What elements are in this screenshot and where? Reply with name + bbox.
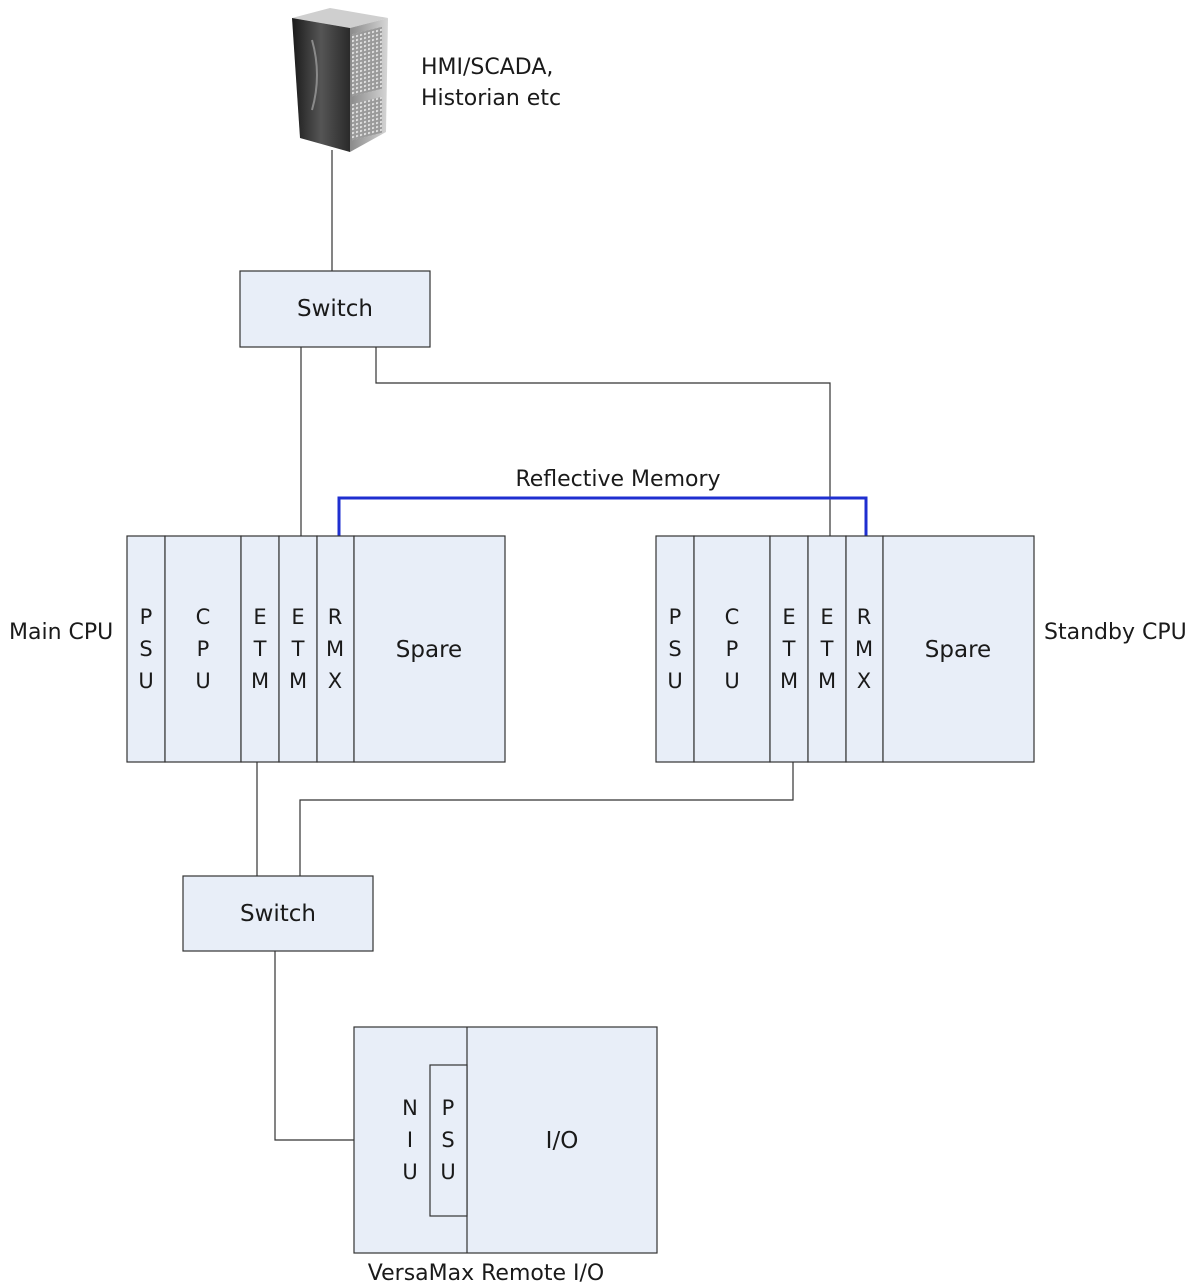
server-label-line2: Historian etc (421, 86, 561, 111)
bottom-switch-label: Switch (240, 901, 316, 927)
standby-psu-module (655, 535, 695, 763)
main-psu-char: S (139, 637, 152, 661)
standby-etm1-module (769, 535, 809, 763)
main-cpu-rack: P S U C P U E T M E T M R M X Spare (126, 535, 506, 763)
main-cpu-char: C (196, 605, 211, 629)
server-tower-icon (292, 8, 388, 152)
standby-psu-char: S (668, 637, 681, 661)
remote-psu-char: P (442, 1096, 455, 1120)
remote-io-enclosure (353, 1026, 658, 1254)
main-cpu-module (164, 535, 242, 763)
bottom-switch: Switch (182, 875, 374, 952)
remote-psu-char: U (440, 1160, 455, 1184)
standby-cpu-char: U (724, 669, 739, 693)
main-etm1-char: M (251, 669, 269, 693)
niu-char: U (402, 1160, 417, 1184)
versamax-remote-io: N I U P S U I/O (353, 1026, 658, 1254)
main-cpu-label: Main CPU (9, 620, 113, 645)
standby-cpu-label: Standby CPU (1044, 620, 1187, 645)
main-spare-slot (353, 535, 506, 763)
remote-psu-char: S (441, 1128, 454, 1152)
main-cpu-char: U (195, 669, 210, 693)
niu-char: I (407, 1128, 413, 1152)
main-etm2-char: T (291, 637, 305, 661)
standby-rmx-char: X (857, 669, 871, 693)
standby-psu-char: U (667, 669, 682, 693)
standby-etm1-char: T (782, 637, 796, 661)
main-spare-label: Spare (396, 637, 462, 663)
main-psu-char: U (138, 669, 153, 693)
standby-cpu-rack: P S U C P U E T M E T M R M X Spare (655, 535, 1035, 763)
top-switch: Switch (239, 270, 431, 348)
standby-etm1-char: E (782, 605, 795, 629)
io-label: I/O (546, 1128, 579, 1154)
switch-to-standby-etm-line (375, 347, 831, 536)
niu-char: N (402, 1096, 418, 1120)
main-cpu-char: P (197, 637, 210, 661)
main-rmx-char: M (326, 637, 344, 661)
reflective-memory-label: Reflective Memory (515, 467, 720, 492)
standby-cpu-char: C (725, 605, 740, 629)
main-rmx-char: X (328, 669, 342, 693)
top-switch-label: Switch (297, 296, 373, 322)
standby-spare-label: Spare (925, 637, 991, 663)
connection-lines (256, 150, 831, 1141)
standby-etm2-module (807, 535, 847, 763)
switch-to-niu-line (274, 951, 354, 1141)
standby-rmx-char: M (855, 637, 873, 661)
main-etm2-char: M (289, 669, 307, 693)
main-rmx-char: R (328, 605, 343, 629)
main-rmx-module (316, 535, 355, 763)
standby-rmx-module (845, 535, 884, 763)
standby-etm2-char: M (818, 669, 836, 693)
reflective-memory-link (337, 496, 868, 536)
standby-etm-to-switch-line (299, 762, 794, 876)
main-etm1-module (240, 535, 280, 763)
remote-io-caption: VersaMax Remote I/O (368, 1261, 604, 1285)
server-label-line1: HMI/SCADA, (421, 55, 553, 80)
main-etm1-char: T (253, 637, 267, 661)
standby-rmx-char: R (857, 605, 872, 629)
standby-etm2-char: T (820, 637, 834, 661)
standby-cpu-char: P (726, 637, 739, 661)
main-etm2-char: E (291, 605, 304, 629)
standby-etm2-char: E (820, 605, 833, 629)
remote-psu-module (429, 1064, 468, 1217)
main-etm1-char: E (253, 605, 266, 629)
standby-psu-char: P (669, 605, 682, 629)
standby-spare-slot (882, 535, 1035, 763)
main-etm2-module (278, 535, 318, 763)
main-psu-char: P (140, 605, 153, 629)
standby-etm1-char: M (780, 669, 798, 693)
